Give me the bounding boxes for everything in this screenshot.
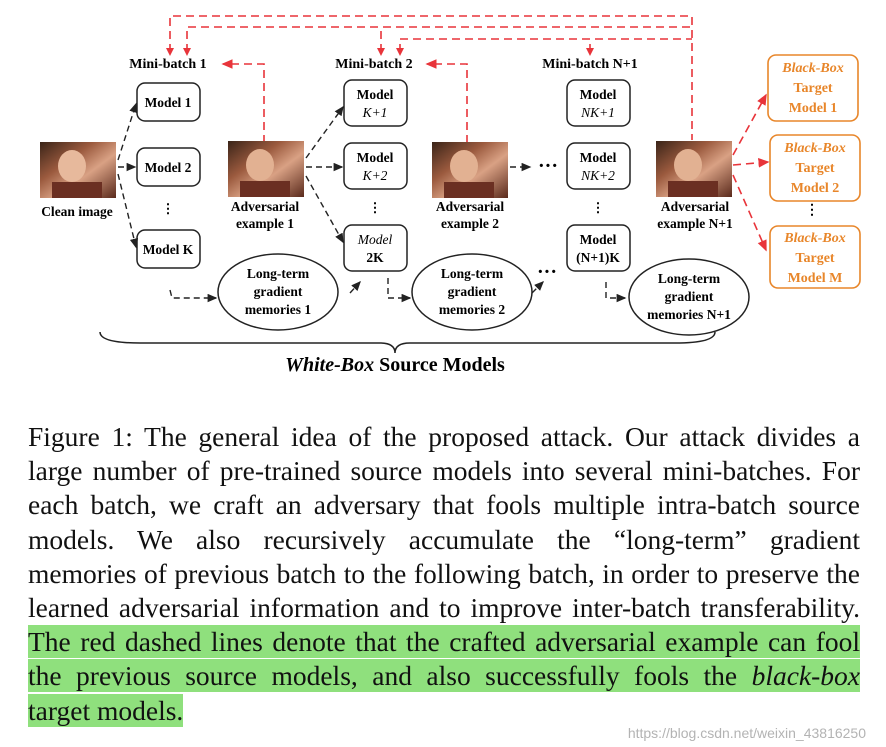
model-label: NK+1 <box>580 105 615 120</box>
model-box <box>343 79 408 127</box>
adversarial-example-image <box>432 142 508 198</box>
white-box-brace <box>99 331 716 354</box>
memory-label: gradient <box>254 284 303 299</box>
caption-label: Figure 1: <box>28 421 133 452</box>
model-label: Model K <box>143 242 194 257</box>
method-diagram: Mini-batch 1 Mini-batch 2 Mini-batch N+1… <box>40 15 861 376</box>
model-label: Model <box>357 232 393 247</box>
clean-image <box>40 142 116 198</box>
horizontal-ellipsis: ··· <box>538 155 558 177</box>
model-label: Model <box>357 150 394 165</box>
memory-ellipse <box>628 258 750 336</box>
target-model-box <box>769 134 861 202</box>
figure-caption: Figure 1: The general idea of the propos… <box>28 420 860 728</box>
model-box <box>343 142 408 190</box>
caption-highlight: The red dashed lines denote that the cra… <box>28 625 860 727</box>
memory-label: gradient <box>665 289 714 304</box>
image-label: Clean image <box>41 204 113 219</box>
target-model-label: Target <box>795 161 834 176</box>
target-model-label: Model M <box>788 271 843 286</box>
memory-label: Long-term <box>658 271 721 286</box>
target-model-box <box>769 225 861 289</box>
memory-ellipse <box>411 253 533 331</box>
model-box <box>343 224 408 272</box>
image-label: Adversarial <box>231 199 299 214</box>
model-box <box>566 142 631 190</box>
caption-text: The general idea of the proposed attack.… <box>28 421 860 624</box>
black-dashed-arrows <box>117 102 627 303</box>
image-label: example 1 <box>236 216 294 231</box>
image-label: example N+1 <box>657 216 733 231</box>
model-box <box>566 224 631 272</box>
model-label: Model <box>580 232 617 247</box>
target-model-label: Black-Box <box>781 61 843 76</box>
watermark: https://blog.csdn.net/weixin_43816250 <box>627 725 866 741</box>
model-label: Model 1 <box>145 95 192 110</box>
model-label: K+2 <box>362 168 388 183</box>
memory-label: memories N+1 <box>647 307 731 322</box>
model-label: (N+1)K <box>576 250 620 265</box>
minibatch-label: Mini-batch N+1 <box>542 57 637 72</box>
memory-label: Long-term <box>441 266 504 281</box>
model-label: Model <box>580 87 617 102</box>
model-label: NK+2 <box>580 168 615 183</box>
memory-label: memories 2 <box>439 302 506 317</box>
minibatch-label: Mini-batch 2 <box>335 57 412 72</box>
target-model-label: Model 1 <box>789 101 838 116</box>
vertical-ellipsis: ⋮ <box>161 201 175 216</box>
memory-label: Long-term <box>247 266 310 281</box>
target-model-label: Black-Box <box>783 141 845 156</box>
target-model-label: Target <box>795 251 834 266</box>
target-model-label: Target <box>793 81 832 96</box>
memory-label: gradient <box>448 284 497 299</box>
model-label: Model 2 <box>145 160 192 175</box>
target-model-label: Black-Box <box>783 231 845 246</box>
image-label: Adversarial <box>436 199 504 214</box>
target-model-label: Model 2 <box>791 181 840 196</box>
image-label: Adversarial <box>661 199 729 214</box>
model-box <box>136 82 201 122</box>
model-label: 2K <box>366 250 384 265</box>
image-label: example 2 <box>441 216 499 231</box>
adversarial-example-image <box>228 141 304 197</box>
white-box-source-models-label: White-Box Source Models <box>285 354 505 376</box>
model-box <box>136 147 201 187</box>
vertical-ellipsis: ⋮ <box>591 200 605 215</box>
target-model-box <box>767 54 859 122</box>
horizontal-ellipsis: ··· <box>537 261 557 283</box>
vertical-ellipsis: ⋮ <box>368 200 382 215</box>
model-box <box>136 229 201 269</box>
memory-ellipse <box>217 253 339 331</box>
red-dashed-feedback-lines <box>169 15 770 252</box>
model-label: Model <box>357 87 394 102</box>
vertical-ellipsis: ⋮ <box>805 203 819 218</box>
model-label: Model <box>580 150 617 165</box>
model-box <box>566 79 631 127</box>
model-label: K+1 <box>362 105 388 120</box>
memory-label: memories 1 <box>245 302 312 317</box>
adversarial-example-image <box>656 141 732 197</box>
minibatch-label: Mini-batch 1 <box>129 57 206 72</box>
